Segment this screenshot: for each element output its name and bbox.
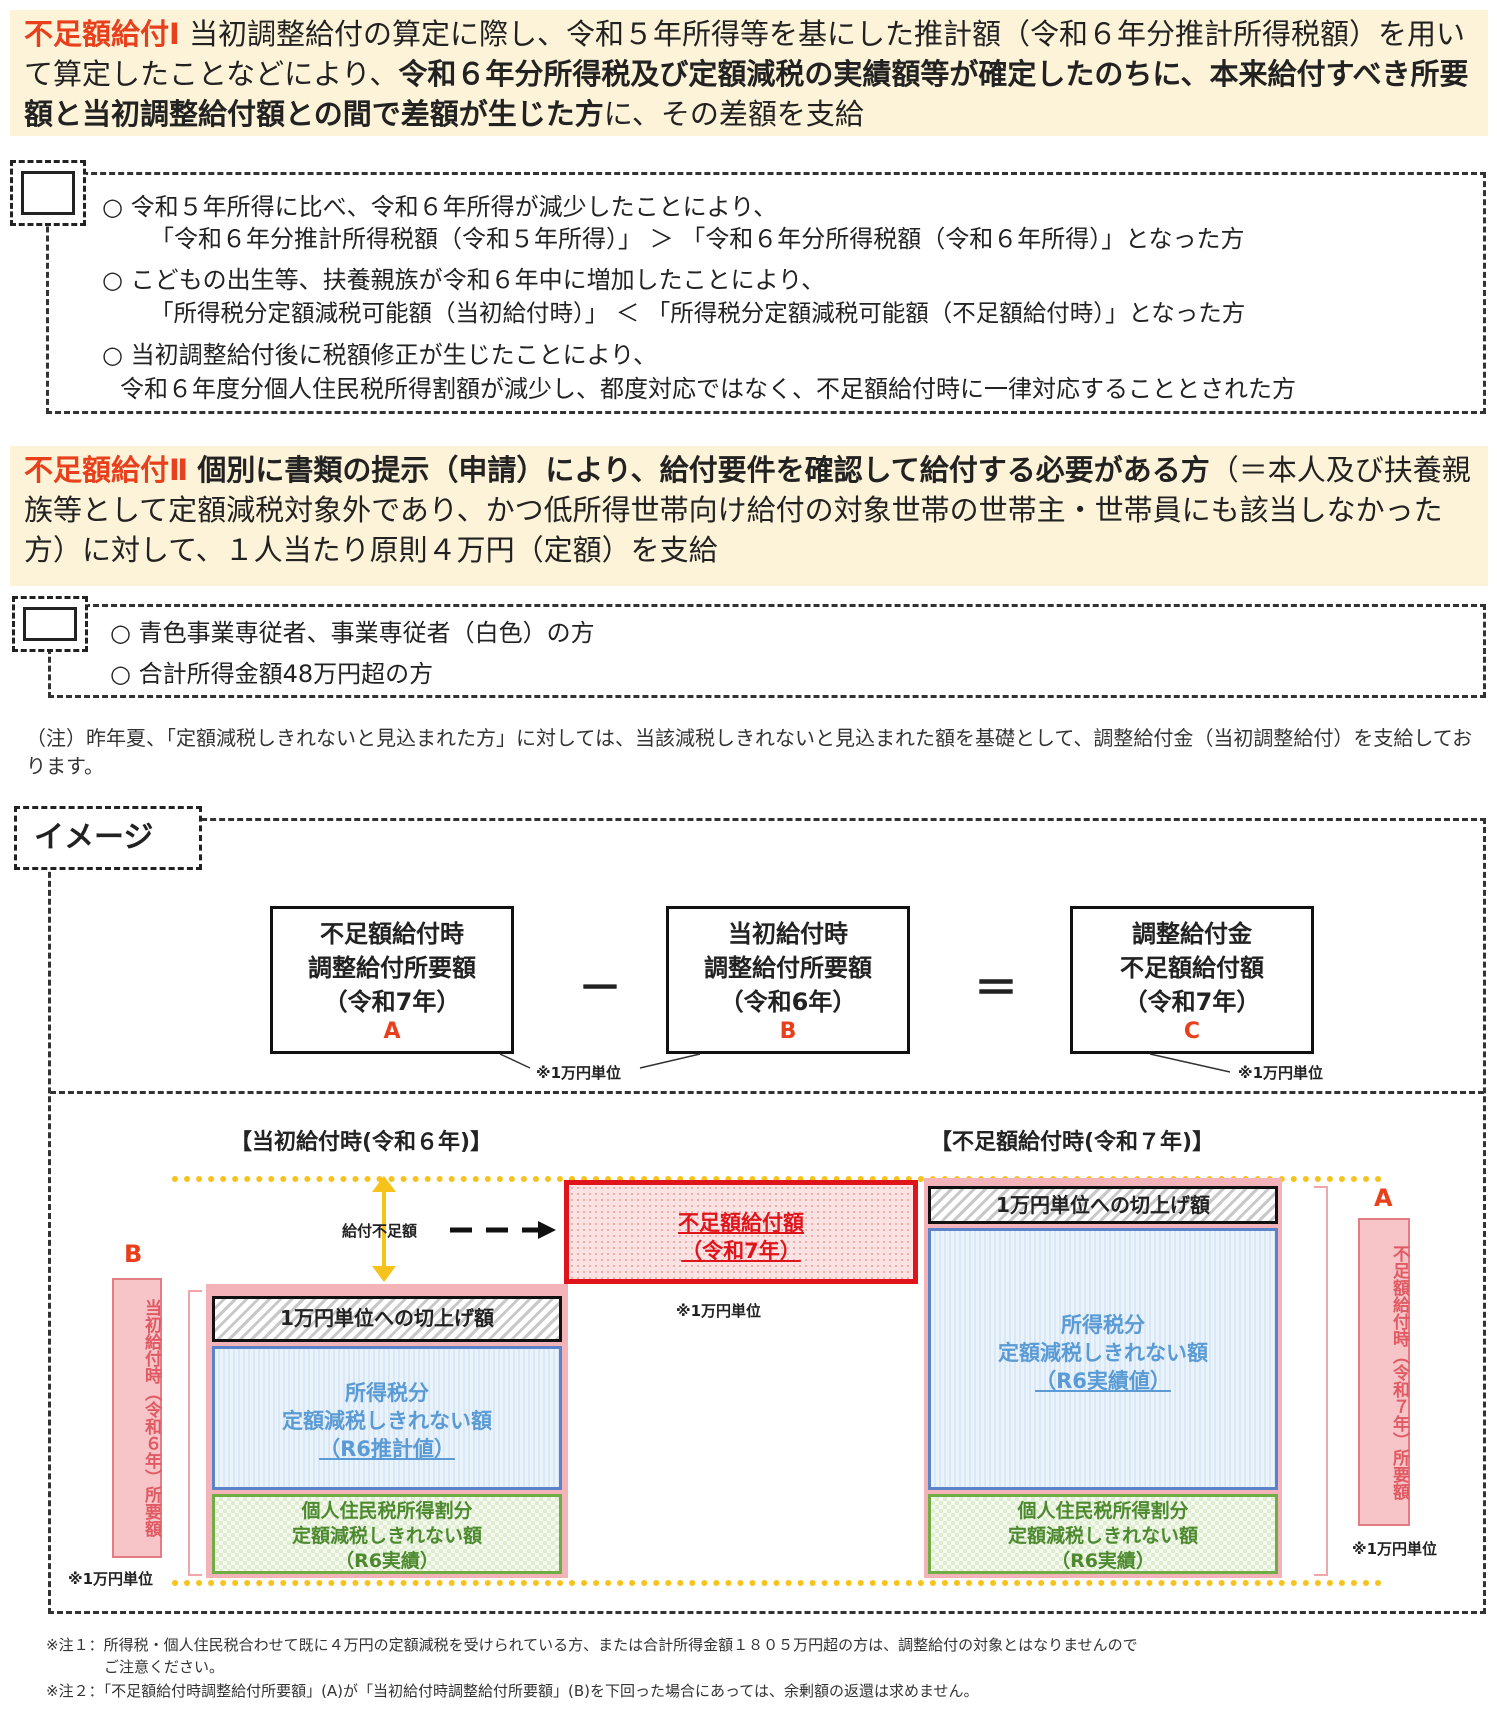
formula-c-line1: 調整給付金 (1132, 920, 1252, 948)
shortfall-box: 不足額給付額 （令和7年） (564, 1180, 918, 1284)
right-brace (1314, 1186, 1328, 1576)
image-tag (14, 806, 202, 870)
right-blue-line3: （R6実績値） (1035, 1369, 1171, 1393)
formula-a-line2: 調整給付所要額 (308, 954, 476, 982)
shortfall-label: 給付不足額 (342, 1222, 418, 1240)
shortfall-box-line2: （令和7年） (681, 1239, 801, 1263)
shortfall-unit: ※1万円単位 (676, 1302, 762, 1320)
section2-text: 不足額給付Ⅱ 個別に書類の提示（申請）により、給付要件を確認して給付する必要があ… (10, 446, 1488, 574)
right-green-line2: 定額減税しきれない額 (1007, 1525, 1198, 1547)
section1-text-b: に、その差額を支給 (603, 97, 864, 131)
formula-a-line1: 不足額給付時 (320, 920, 464, 948)
footnote-1: ※注１：所得税・個人住民税合わせて既に４万円の定額減税を受けられている方、または… (46, 1636, 1138, 1654)
left-green-line3: （R6実績） (335, 1550, 439, 1572)
s1-item1-line1: ○ 令和５年所得に比べ、令和６年所得が減少したことにより、 (102, 193, 778, 221)
image-frame (48, 818, 1486, 1614)
left-roundup-block: 1万円単位への切上げ額 (212, 1296, 562, 1342)
formula-c-line2: 不足額給付額 (1120, 954, 1264, 982)
shortfall-box-line1: 不足額給付額 (678, 1211, 804, 1235)
bottom-reference-line (172, 1580, 1382, 1586)
right-letter: A (1374, 1184, 1393, 1212)
s1-item2-line1: ○ こどもの出生等、扶養親族が令和６年中に増加したことにより、 (102, 266, 826, 294)
section2-title: 不足額給付Ⅱ (24, 453, 189, 487)
left-blue-line3: （R6推計値） (319, 1437, 455, 1461)
left-green-line2: 定額減税しきれない額 (291, 1525, 482, 1547)
footnote-1-cont: ご注意ください。 (104, 1658, 225, 1676)
section2-text-a: （＝本人及び扶養親族等として定額減税対象外であり、かつ低所得世帯向け給付の対象世… (24, 453, 1471, 567)
formula-box-c: 調整給付金 不足額給付額 （令和7年） C (1070, 906, 1314, 1054)
left-blue-line2: 定額減税しきれない額 (282, 1409, 492, 1433)
formula-box-a: 不足額給付時 調整給付所要額 （令和7年） A (270, 906, 514, 1054)
right-column-title: 【不足額給付時(令和７年)】 (930, 1130, 1215, 1155)
image-divider (50, 1091, 1484, 1094)
s1-item1-line2: 「令和６年分推計所得税額（令和５年所得）」 ＞ 「令和６年分所得税額（令和６年所… (150, 225, 1245, 253)
left-vertical-label: 当初給付時（令和６年）所要額 (112, 1278, 162, 1558)
section1-title: 不足額給付Ⅰ (24, 17, 180, 51)
formula-b-letter: B (779, 1019, 797, 1044)
left-letter: B (124, 1240, 143, 1268)
section2-banner: 不足額給付Ⅱ 個別に書類の提示（申請）により、給付要件を確認して給付する必要があ… (10, 446, 1488, 586)
formula-b-line1: 当初給付時 (728, 920, 848, 948)
formula-a-line3: （令和7年） (323, 988, 461, 1016)
right-blue-line2: 定額減税しきれない額 (998, 1341, 1208, 1365)
s2-item1: ○ 青色事業専従者、事業専従者（白色）の方 (110, 619, 595, 647)
left-resident-tax-block: 個人住民税所得割分 定額減税しきれない額 （R6実績） (212, 1494, 562, 1574)
section1-banner: 不足額給付Ⅰ 当初調整給付の算定に際し、令和５年所得等を基にした推計額（令和６年… (10, 10, 1488, 136)
left-income-tax-block: 所得税分 定額減税しきれない額 （R6推計値） (212, 1346, 562, 1490)
section1-tag (10, 160, 86, 226)
right-resident-tax-block: 個人住民税所得割分 定額減税しきれない額 （R6実績） (928, 1494, 1278, 1574)
formula-box-b: 当初給付時 調整給付所要額 （令和6年） B (666, 906, 910, 1054)
right-blue-line1: 所得税分 (1061, 1313, 1145, 1337)
formula-b-unit: ※1万円単位 (536, 1064, 622, 1082)
image-label: イメージ (34, 820, 154, 855)
s1-item3-line1: ○ 当初調整給付後に税額修正が生じたことにより、 (102, 341, 658, 369)
left-column-title: 【当初給付時(令和６年)】 (230, 1130, 493, 1155)
footnote-2: ※注２：「不足額給付時調整給付所要額」(A)が「当初給付時調整給付所要額」(B)… (46, 1682, 979, 1700)
right-vertical-label: 不足額給付時（令和７年）所要額 (1358, 1218, 1410, 1526)
minus-sign: － (578, 963, 622, 1014)
left-unit: ※1万円単位 (68, 1570, 154, 1588)
left-brace (188, 1290, 202, 1576)
note-text: （注）昨年夏、「定額減税しきれないと見込まれた方」に対しては、当該減税しきれない… (26, 726, 1473, 778)
section1-targets-box (46, 172, 1486, 414)
formula-c-line3: （令和7年） (1123, 988, 1261, 1016)
top-reference-line (172, 1176, 1382, 1182)
right-income-tax-block: 所得税分 定額減税しきれない額 （R6実績値） (928, 1228, 1278, 1490)
right-unit: ※1万円単位 (1352, 1540, 1438, 1558)
s1-item2-line2: 「所得税分定額減税可能額（当初給付時）」 ＜ 「所得税分定額減税可能額（不足額給… (150, 299, 1246, 327)
section1-text-a: 当初調整給付の算定に際し、令和５年所得等を基にした推計額（令和６年分推計所得税額… (24, 17, 1466, 91)
section1-text-bold: 令和６年分所得税及び定額減税の実績額等が確定したのちに、本来給付すべき所要額と当… (24, 57, 1469, 131)
formula-c-letter: C (1183, 1019, 1201, 1044)
formula-b-line3: （令和6年） (719, 988, 857, 1016)
formula-a-letter: A (383, 1019, 401, 1044)
formula-c-unit: ※1万円単位 (1238, 1064, 1324, 1082)
formula-b-line2: 調整給付所要額 (704, 954, 872, 982)
section2-text-bold: 個別に書類の提示（申請）により、給付要件を確認して給付する必要がある方 (197, 453, 1210, 487)
s1-item3-line2: 令和６年度分個人住民税所得割額が減少し、都度対応ではなく、不足額給付時に一律対応… (120, 375, 1296, 403)
right-green-line1: 個人住民税所得割分 (1017, 1500, 1189, 1522)
left-blue-line1: 所得税分 (345, 1381, 429, 1405)
left-green-line1: 個人住民税所得割分 (301, 1500, 473, 1522)
equals-sign: ＝ (974, 963, 1018, 1014)
section1-text: 不足額給付Ⅰ 当初調整給付の算定に際し、令和５年所得等を基にした推計額（令和６年… (10, 10, 1488, 138)
right-green-line3: （R6実績） (1051, 1550, 1155, 1572)
s2-item2: ○ 合計所得金額48万円超の方 (110, 660, 434, 688)
right-roundup-block: 1万円単位への切上げ額 (928, 1186, 1278, 1224)
section2-tag (12, 596, 88, 652)
